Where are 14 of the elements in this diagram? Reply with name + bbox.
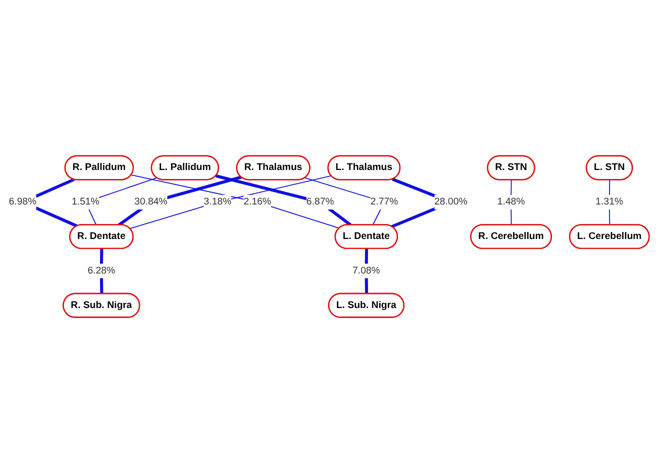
edge-label: 2.16% bbox=[243, 197, 271, 208]
edge-label: 2.77% bbox=[370, 197, 398, 208]
edge-label: 1.31% bbox=[595, 197, 623, 208]
edge-label: 28.00% bbox=[434, 197, 467, 208]
edge-label: 6.87% bbox=[306, 197, 334, 208]
connector bbox=[117, 176, 242, 227]
edge-label: 1.51% bbox=[71, 197, 99, 208]
edge-label: 1.48% bbox=[496, 197, 524, 208]
edge-label: 30.84% bbox=[134, 197, 167, 208]
edge-label: 6.98% bbox=[8, 197, 36, 208]
edge-label: 7.08% bbox=[352, 266, 380, 276]
edge-label: 6.28% bbox=[87, 266, 115, 276]
connector bbox=[214, 174, 352, 227]
edge-label: 3.18% bbox=[203, 197, 231, 208]
